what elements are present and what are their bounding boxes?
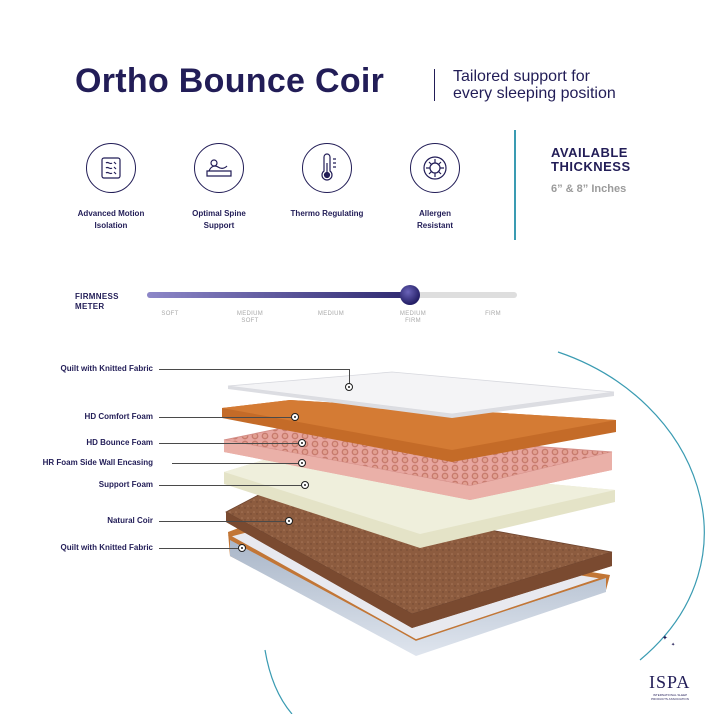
- firmness-indicator: [399, 285, 420, 305]
- feature-label-line: Resistant: [416, 221, 453, 230]
- feature-label-line: Support: [203, 221, 235, 230]
- layer-marker-side-wall: [298, 459, 306, 467]
- motion-isolation-icon: [86, 143, 136, 193]
- leader-line: [159, 417, 291, 418]
- ispa-logo-text: ISPA: [649, 672, 691, 692]
- firmness-fill: [147, 292, 410, 298]
- ispa-moon-logo: ✦ ✦: [657, 630, 692, 666]
- firmness-tick-medium: MEDIUM: [301, 311, 361, 318]
- layer-marker-comfort-foam: [291, 413, 299, 421]
- svg-text:✦: ✦: [671, 642, 675, 648]
- tick-line: MEDIUM: [317, 311, 345, 317]
- layer-label-top-quilt: Quilt with Knitted Fabric: [60, 364, 153, 373]
- firmness-tick-medium-firm: MEDIUM FIRM: [383, 311, 443, 325]
- tick-line: MEDIUM: [236, 311, 264, 317]
- feature-label-line: Advanced Motion: [77, 209, 145, 218]
- tick-line: SOFT: [241, 318, 259, 324]
- layer-marker-top-quilt: [345, 383, 353, 391]
- feature-label-motion: Advanced Motion Isolation: [56, 208, 166, 232]
- layer-marker-bounce-foam: [298, 439, 306, 447]
- firmness-title-line: FIRMNESS: [75, 292, 119, 301]
- thickness-title-line: AVAILABLE: [551, 145, 628, 160]
- firmness-title-line: METER: [75, 302, 105, 311]
- feature-label-spine: Optimal Spine Support: [164, 208, 274, 232]
- feature-label-line: Isolation: [94, 221, 128, 230]
- svg-text:✦: ✦: [662, 634, 668, 642]
- layer-marker-bottom-quilt: [238, 544, 246, 552]
- product-title: Ortho Bounce Coir: [75, 62, 385, 100]
- leader-line: [159, 369, 349, 370]
- feature-label-line: Optimal Spine: [192, 209, 246, 218]
- tagline-line-2: every sleeping position: [453, 85, 616, 102]
- layer-label-side-wall: HR Foam Side Wall Encasing: [42, 458, 153, 467]
- firmness-meter-title: FIRMNESS METER: [75, 292, 119, 312]
- allergen-icon: [410, 143, 460, 193]
- layer-label-comfort-foam: HD Comfort Foam: [84, 412, 153, 421]
- layer-label-natural-coir: Natural Coir: [107, 516, 153, 525]
- leader-line: [159, 548, 238, 549]
- tagline-line-1: Tailored support for: [453, 68, 590, 85]
- feature-label-allergen: Allergen Resistant: [380, 208, 490, 232]
- leader-line: [349, 369, 350, 384]
- feature-label-line: Allergen: [418, 209, 451, 218]
- tick-line: FIRM: [485, 311, 501, 317]
- leader-line: [159, 443, 298, 444]
- firmness-tick-medium-soft: MEDIUM SOFT: [220, 311, 280, 325]
- layer-label-support-foam: Support Foam: [98, 480, 153, 489]
- firmness-tick-firm: FIRM: [463, 311, 523, 318]
- feature-label-line: Thermo Regulating: [290, 209, 364, 218]
- thermometer-icon: [302, 143, 352, 193]
- layer-label-bottom-quilt: Quilt with Knitted Fabric: [60, 543, 153, 552]
- layer-label-bounce-foam: HD Bounce Foam: [86, 438, 153, 447]
- firmness-tick-soft: SOFT: [140, 311, 200, 318]
- leader-line: [159, 485, 301, 486]
- thickness-title: AVAILABLE THICKNESS: [551, 146, 631, 174]
- ispa-subtitle: INTERNATIONAL SLEEP PRODUCTS ASSOCIATION: [651, 693, 689, 701]
- spine-support-icon: [194, 143, 244, 193]
- layer-marker-natural-coir: [285, 517, 293, 525]
- leader-line: [159, 521, 285, 522]
- tick-line: FIRM: [405, 318, 421, 324]
- thickness-title-line: THICKNESS: [551, 159, 631, 174]
- feature-label-thermo: Thermo Regulating: [272, 208, 382, 220]
- tagline: Tailored support for every sleeping posi…: [453, 68, 616, 102]
- section-divider: [514, 130, 516, 240]
- layer-marker-support-foam: [301, 481, 309, 489]
- leader-line: [172, 463, 298, 464]
- title-divider: [434, 69, 435, 101]
- thickness-value: 6” & 8” Inches: [551, 183, 627, 195]
- tick-line: SOFT: [161, 311, 179, 317]
- tick-line: MEDIUM: [399, 311, 427, 317]
